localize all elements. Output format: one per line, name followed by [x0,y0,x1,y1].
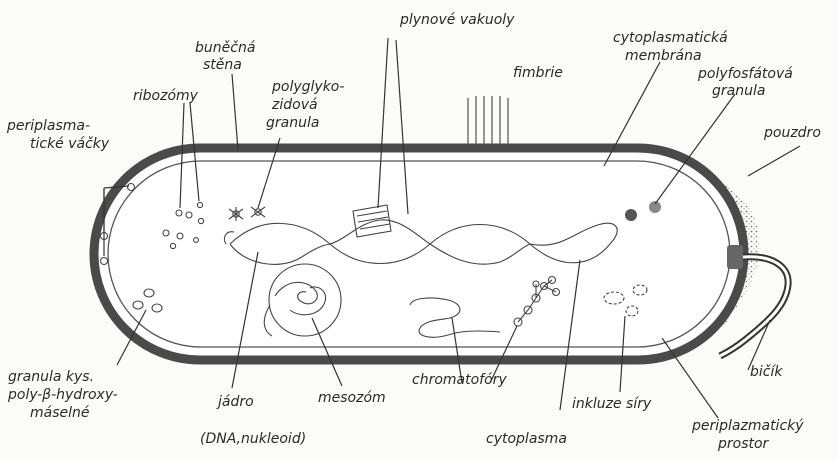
label-ribozomy: ribozómy [133,88,199,104]
label-plynove-vakuoly: plynové vakuoly [399,12,515,28]
label-cytoplasmaticka-2: membrána [625,48,702,64]
label-mesozom: mesozóm [318,390,386,406]
label-polyglyko-2: zidová [271,97,318,113]
label-periplasma-1: periplasma- [6,118,90,134]
label-polyfosfatova-2: granula [712,83,765,99]
label-fimbrie: fimbrie [513,65,563,81]
label-granula-kys-1: granula kys. [8,369,94,385]
label-polyglyko-3: granula [266,115,319,131]
label-bunecna-stena-1: buněčná [195,40,255,56]
fimbriae [468,96,508,150]
label-pouzdro: pouzdro [763,125,821,141]
label-granula-kys-2: poly-β-hydroxy- [7,387,118,403]
label-jadro-1: jádro [216,394,254,410]
label-bunecna-stena-2: stěna [203,57,242,73]
label-cytoplasmaticka-1: cytoplasmatická [613,30,728,46]
label-jadro-2: (DNA,nukleoid) [200,431,306,447]
label-polyfosfatova-1: polyfosfátová [697,66,793,82]
label-periplazmaticky-1: periplazmatický [691,418,804,434]
cell-wall [94,148,744,360]
label-periplasma-2: tické váčky [30,136,110,152]
label-cytoplasma: cytoplasma [486,431,567,447]
label-bicik: bičík [750,364,783,380]
label-inkluze-siry: inkluze síry [572,396,652,412]
label-polyglyko-1: polyglyko- [271,79,344,95]
label-granula-kys-3: máselné [30,405,90,421]
label-chromatofory: chromatofóry [412,372,507,388]
label-periplazmaticky-2: prostor [717,436,770,452]
